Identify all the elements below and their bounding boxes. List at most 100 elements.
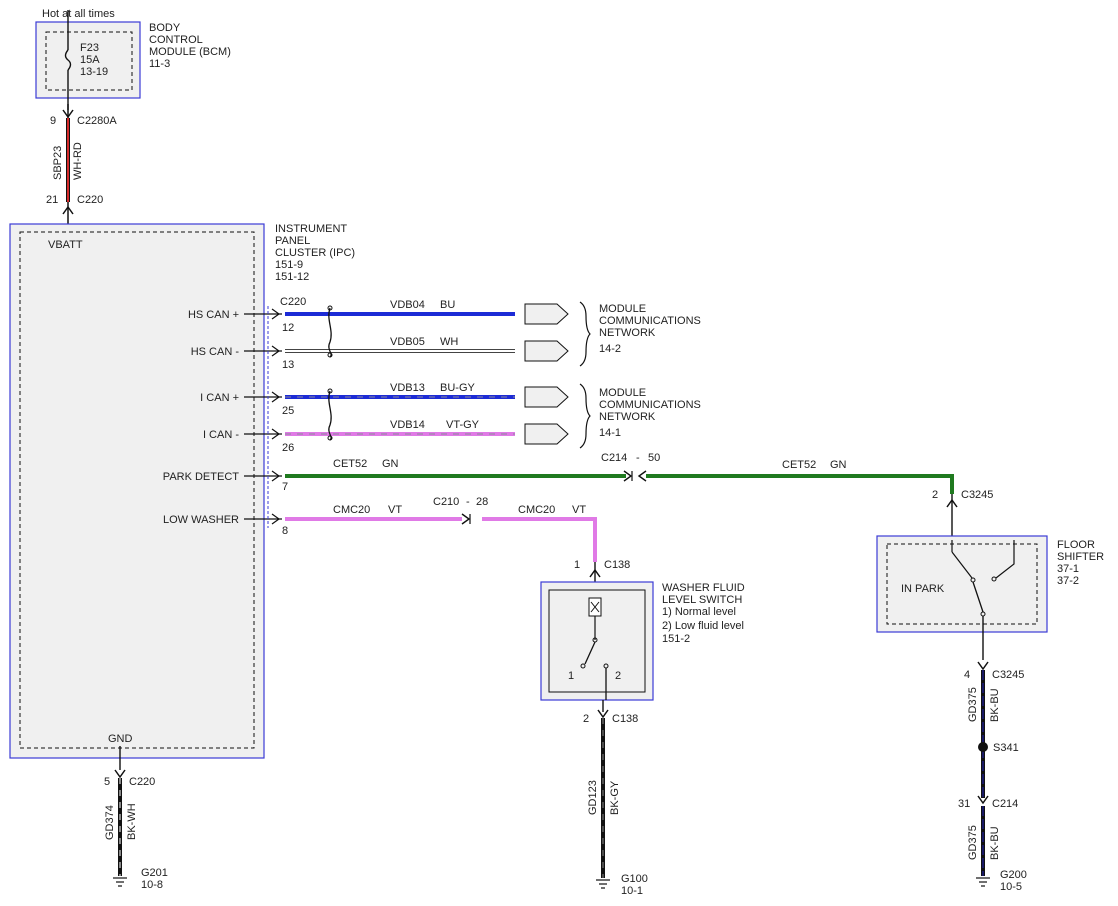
sbp23-circuit: SBP23 xyxy=(52,146,64,180)
washer-name-3: 1) Normal level xyxy=(662,606,736,618)
network1-line2: COMMUNICATIONS xyxy=(599,315,701,327)
ipc-name-4: 151-9 xyxy=(275,259,303,271)
ipc-pin-num-26: 26 xyxy=(282,442,294,454)
s341-splice-icon xyxy=(978,742,988,752)
g100-label: G100 xyxy=(621,873,648,885)
c138-top-label: C138 xyxy=(604,559,630,571)
cet52-b-circuit: CET52 xyxy=(782,459,816,471)
bcm-name-1: BODY xyxy=(149,22,181,34)
network1-line3: NETWORK xyxy=(599,327,656,339)
vdb13-circuit: VDB13 xyxy=(390,382,425,394)
g201-label: G201 xyxy=(141,867,168,879)
c220-bottom-pin: 5 xyxy=(104,776,110,788)
ipc-pin-low-washer: LOW WASHER xyxy=(163,514,239,526)
gd375-color-1: BK-BU xyxy=(989,688,1001,722)
hs-can-twist-icon xyxy=(328,307,332,358)
network1-line4: 14-2 xyxy=(599,343,621,355)
c214-bottom-pin: 31 xyxy=(958,798,970,810)
ipc-pin-num-7: 7 xyxy=(282,481,288,493)
g100-page: 10-1 xyxy=(621,885,643,897)
c214-bottom-label: C214 xyxy=(992,798,1018,810)
ipc-name-2: PANEL xyxy=(275,235,310,247)
washer-name-5: 151-2 xyxy=(662,633,690,645)
vdb05-circuit: VDB05 xyxy=(390,336,425,348)
ipc-vbatt-label: VBATT xyxy=(48,239,83,251)
gd374-circuit: GD374 xyxy=(104,805,116,840)
c3245-top-pin: 2 xyxy=(932,489,938,501)
ipc-pin-num-12: 12 xyxy=(282,322,294,334)
switch-blade-icon xyxy=(584,641,596,665)
ipc-name-1: INSTRUMENT xyxy=(275,223,347,235)
c138-bottom-label: C138 xyxy=(612,713,638,725)
fuse-label-1: F23 xyxy=(80,42,99,54)
c3245-bottom-connector-icon xyxy=(977,661,989,671)
ipc-pin-stubs xyxy=(244,308,282,525)
c214-bottom-connector-icon xyxy=(977,795,989,805)
network-arrow-icons xyxy=(524,303,569,445)
washer-name-1: WASHER FLUID xyxy=(662,582,745,594)
vdb13-color: BU-GY xyxy=(440,382,476,394)
c214-inline-label: C214 xyxy=(601,452,627,464)
cet52-wire-b xyxy=(646,474,954,494)
network2-line3: NETWORK xyxy=(599,411,656,423)
ipc-gnd-label: GND xyxy=(108,733,133,745)
vdb04-color: BU xyxy=(440,299,455,311)
ipc-pin-hs-can-plus: HS CAN + xyxy=(188,309,239,321)
network2-line4: 14-1 xyxy=(599,427,621,439)
vdb14-color: VT-GY xyxy=(446,419,480,431)
g200-ground-icon xyxy=(976,877,990,887)
washer-switch-inner xyxy=(548,589,646,693)
c2280a-pin: 9 xyxy=(50,115,56,127)
c220-right-label: C220 xyxy=(280,296,306,308)
shifter-switch-blade-icon xyxy=(972,581,984,613)
gd123-color: BK-GY xyxy=(609,780,621,815)
ipc-pin-num-13: 13 xyxy=(282,359,294,371)
c3245-bottom-label: C3245 xyxy=(992,669,1024,681)
c210-inline-label: C210 xyxy=(433,496,459,508)
c210-dash: - xyxy=(466,496,470,508)
c214-dash: - xyxy=(636,452,640,464)
c214-inline-connector-icon xyxy=(623,470,633,482)
ipc-pin-i-can-minus: I CAN - xyxy=(203,429,239,441)
i-can-twist-icon xyxy=(328,390,332,441)
gd123-circuit: GD123 xyxy=(587,780,599,815)
shifter-name-2: SHIFTER xyxy=(1057,551,1104,563)
washer-name-4: 2) Low fluid level xyxy=(662,620,744,632)
hot-at-all-times-label: Hot at all times xyxy=(42,8,115,20)
fuse-label-3: 13-19 xyxy=(80,66,108,78)
cmc20-wire-b xyxy=(482,517,597,562)
ipc-pin-hs-can-minus: HS CAN - xyxy=(191,346,240,358)
switch-pos-2: 2 xyxy=(615,670,621,682)
floor-shifter-inner xyxy=(886,543,1038,625)
g201-ground-icon xyxy=(113,877,127,887)
ipc-inner-box xyxy=(19,231,255,749)
bcm-inner-box xyxy=(45,31,133,91)
ipc-name-3: CLUSTER (IPC) xyxy=(275,247,355,259)
sbp23-color: WH-RD xyxy=(72,142,84,180)
ipc-pin-num-25: 25 xyxy=(282,405,294,417)
cmc20-b-circuit: CMC20 xyxy=(518,504,555,516)
c3245-top-label: C3245 xyxy=(961,489,993,501)
fuse-f23-icon xyxy=(64,49,72,71)
c138-top-pin: 1 xyxy=(574,559,580,571)
c220-bottom-label: C220 xyxy=(129,776,155,788)
floor-shifter-box xyxy=(876,535,1048,633)
fuse-label-2: 15A xyxy=(80,54,100,66)
cet52-a-color: GN xyxy=(382,458,399,470)
g200-label: G200 xyxy=(1000,869,1027,881)
cmc20-a-color: VT xyxy=(388,504,402,516)
switch-pos-1: 1 xyxy=(568,670,574,682)
gd375-circuit-1: GD375 xyxy=(967,687,979,722)
shifter-in-park-label: IN PARK xyxy=(901,583,945,595)
network2-line2: COMMUNICATIONS xyxy=(599,399,701,411)
cet52-a-circuit: CET52 xyxy=(333,458,367,470)
cet52-b-color: GN xyxy=(830,459,847,471)
bcm-name-3: MODULE (BCM) xyxy=(149,46,231,58)
washer-name-2: LEVEL SWITCH xyxy=(662,594,742,606)
vdb05-color: WH xyxy=(440,336,458,348)
g100-ground-icon xyxy=(596,879,610,889)
bcm-name-4: 11-3 xyxy=(149,58,170,70)
shifter-name-3: 37-1 xyxy=(1057,563,1079,575)
c2280a-label: C2280A xyxy=(77,115,117,127)
